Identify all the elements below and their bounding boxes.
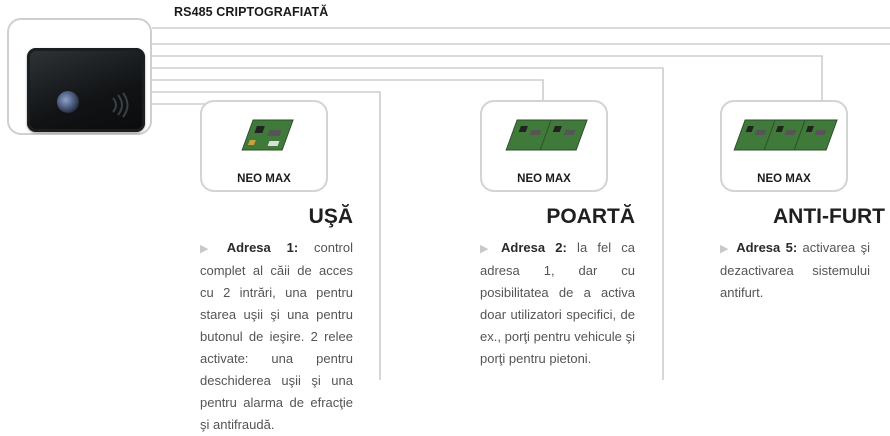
controller-board-icon bbox=[505, 119, 588, 151]
module-name: NEO MAX bbox=[517, 173, 571, 185]
controller-board-icon bbox=[241, 119, 294, 151]
address-label: Adresa 1: bbox=[226, 240, 299, 255]
module-card-anti-furt: NEO MAX bbox=[720, 100, 848, 192]
address-label: Adresa 2: bbox=[501, 240, 567, 255]
module-name: NEO MAX bbox=[237, 173, 291, 185]
bullet-arrow-icon: ▶ bbox=[720, 243, 731, 255]
reader-frame bbox=[7, 18, 152, 135]
module-card-poarta: NEO MAX bbox=[480, 100, 608, 192]
zone-title-anti-furt: ANTI-FURT bbox=[773, 205, 885, 228]
bullet-arrow-icon: ▶ bbox=[200, 243, 221, 255]
card-reader bbox=[27, 48, 145, 132]
controller-board-icon bbox=[733, 119, 838, 151]
rfid-waves-icon bbox=[112, 92, 129, 118]
zone-description-poarta: ▶ Adresa 2: la fel ca adresa 1, dar cu po… bbox=[480, 237, 635, 370]
zone-description-usa: ▶ Adresa 1: control complet al căii de ac… bbox=[200, 237, 353, 436]
module-card-usa: NEO MAX bbox=[200, 100, 328, 192]
bus-label: RS485 CRIPTOGRAFIATĂ bbox=[174, 5, 329, 19]
bullet-arrow-icon: ▶ bbox=[480, 243, 496, 255]
zone-description-anti-furt: ▶ Adresa 5: activarea şi dezactivarea sis… bbox=[720, 237, 870, 304]
zone-title-usa: UŞĂ bbox=[308, 205, 353, 228]
description-text: control complet al căii de acces cu 2 in… bbox=[200, 240, 354, 432]
description-text: la fel ca adresa 1, dar cu posibilitatea… bbox=[480, 240, 636, 366]
bus-wiring bbox=[152, 27, 890, 380]
address-label: Adresa 5: bbox=[736, 240, 798, 255]
description-text: activarea şi dezactivarea sistemului ant… bbox=[720, 240, 870, 300]
zone-title-poarta: POARTĂ bbox=[546, 205, 635, 228]
module-name: NEO MAX bbox=[757, 173, 811, 185]
reader-led-icon bbox=[57, 91, 79, 113]
